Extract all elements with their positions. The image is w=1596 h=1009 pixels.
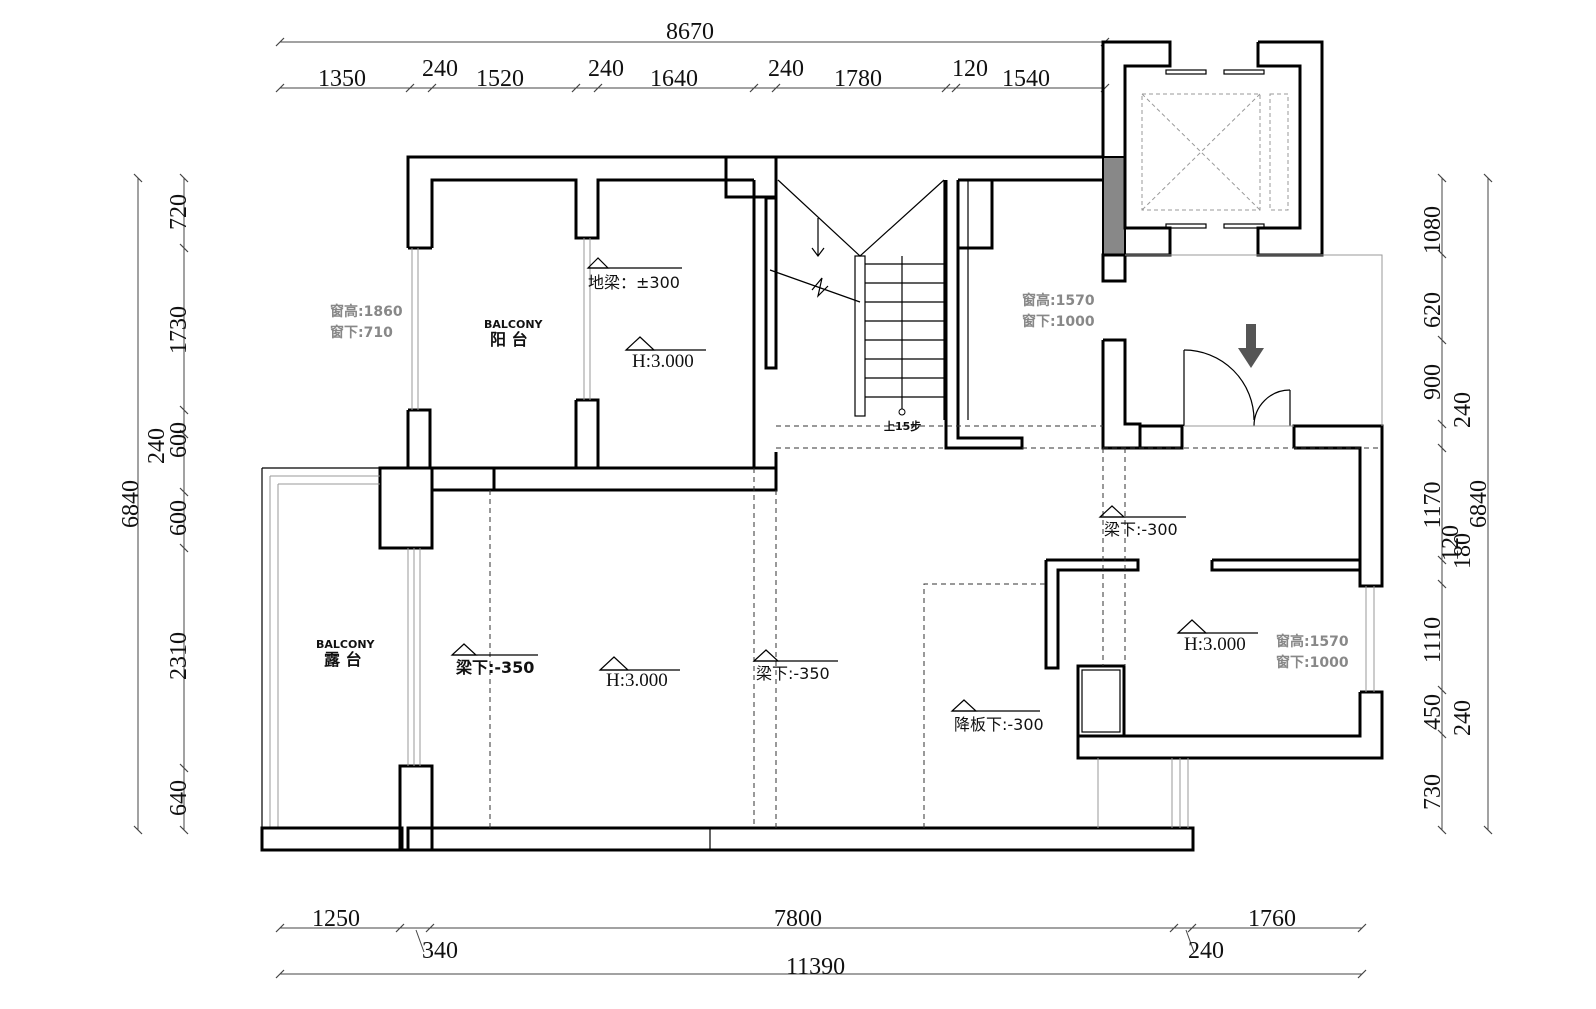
dim-left-5: 600	[166, 500, 192, 536]
dim-top-5: 1640	[650, 66, 698, 92]
dim-top-1: 1350	[318, 66, 366, 92]
top-dimensions: 8670 1350 240 1520 240 1640 240 1780 120…	[275, 19, 1110, 93]
dim-bottom-3: 1760	[1248, 906, 1296, 932]
balcony-label-en-1: BALCONY	[484, 318, 544, 331]
balcony-label-cn-2: 露 台	[324, 650, 362, 669]
slab-drop-label: 降板下:-300	[954, 715, 1044, 734]
dim-bottom-sub-1: 340	[422, 938, 458, 964]
dim-right-6: 120	[1438, 525, 1464, 561]
dim-top-4: 240	[588, 56, 624, 82]
dim-right-7: 180	[1450, 533, 1476, 569]
dim-right-9: 450	[1420, 694, 1446, 730]
left-dimensions: 720 1730 240 600 600 2310 640 6840	[118, 173, 192, 835]
dim-right-overall: 6840	[1466, 480, 1492, 528]
elevator-shaft	[1141, 69, 1289, 229]
dim-top-2: 240	[422, 56, 458, 82]
level-markers	[450, 257, 1258, 712]
dim-right-4: 240	[1450, 392, 1476, 428]
beam-lines	[489, 425, 1382, 828]
dim-right-8: 1110	[1420, 617, 1446, 663]
window-sill-3: 窗下:1000	[1276, 654, 1349, 671]
dim-left-2: 1730	[166, 306, 192, 354]
structural-column	[1102, 156, 1126, 256]
dim-right-11: 730	[1420, 774, 1446, 810]
dim-right-3: 900	[1420, 364, 1446, 400]
dim-bottom-sub-2: 240	[1188, 938, 1224, 964]
window-height-3: 窗高:1570	[1276, 633, 1349, 650]
balcony-label-cn-1: 阳 台	[490, 330, 528, 349]
dim-top-6: 240	[768, 56, 804, 82]
level-living: H:3.000	[606, 670, 668, 691]
dim-right-5: 1170	[1420, 481, 1446, 528]
beam-label-mid: 梁下:-350	[756, 664, 830, 683]
level-room1: H:3.000	[632, 351, 694, 372]
right-dimensions: 1080 620 900 240 1170 120 180 1110 450 2…	[1420, 173, 1493, 835]
dim-right-1: 1080	[1420, 206, 1446, 254]
dim-top-3: 1520	[476, 66, 524, 92]
balcony-label-en-2: BALCONY	[316, 638, 376, 651]
beam-label-left: 梁下:-350	[455, 658, 534, 677]
dim-bottom-overall: 11390	[786, 954, 845, 980]
window-sill-2: 窗下:1000	[1022, 313, 1095, 330]
dim-bottom-2: 7800	[774, 906, 822, 932]
dim-top-9: 1540	[1002, 66, 1050, 92]
stairs-up-label: 上15步	[884, 419, 921, 433]
dim-top-8: 120	[952, 56, 988, 82]
dim-left-7: 640	[166, 780, 192, 816]
window-sill-1: 窗下:710	[330, 324, 393, 341]
walls	[260, 40, 1384, 852]
bottom-dimensions: 1250 7800 1760 340 240 11390	[275, 906, 1367, 980]
ground-beam-label: 地梁：±300	[588, 273, 680, 292]
window-height-1: 窗高:1860	[330, 303, 403, 320]
dim-right-10: 240	[1450, 700, 1476, 736]
entry-door	[1183, 349, 1294, 427]
dim-bottom-1: 1250	[312, 906, 360, 932]
dim-left-overall: 6840	[118, 480, 144, 528]
level-right: H:3.000	[1184, 634, 1246, 655]
dim-left-3: 240	[144, 428, 170, 464]
dim-right-2: 620	[1420, 292, 1446, 328]
dim-top-overall: 8670	[666, 19, 714, 45]
dim-left-1: 720	[166, 194, 192, 230]
staircase	[769, 179, 945, 420]
dim-left-4: 600	[166, 422, 192, 458]
dim-left-6: 2310	[166, 632, 192, 680]
beam-label-right: 梁下:-300	[1104, 520, 1178, 539]
dim-top-7: 1780	[834, 66, 882, 92]
entry-arrow-icon	[1238, 324, 1264, 368]
window-height-2: 窗高:1570	[1022, 292, 1095, 309]
